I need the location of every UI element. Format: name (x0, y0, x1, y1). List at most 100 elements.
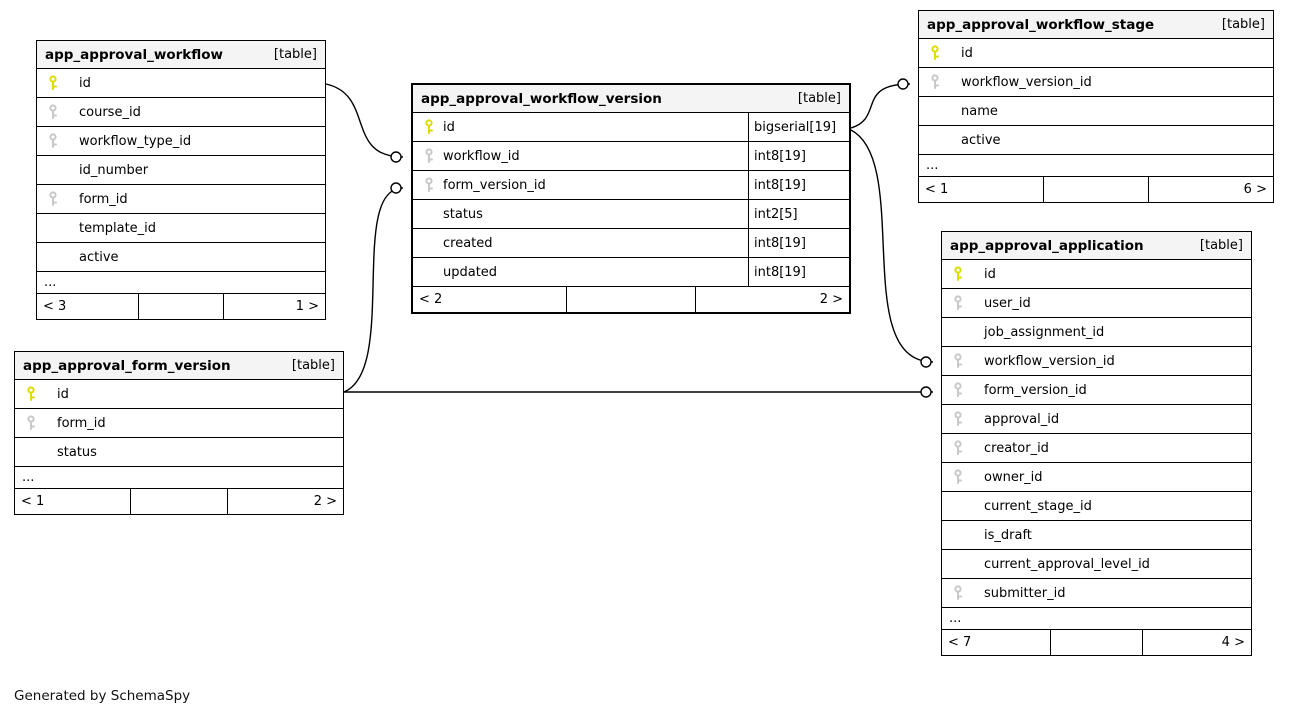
column-row: workflow_type_id (37, 127, 325, 156)
column-row: id (37, 69, 325, 98)
column-row: current_approval_level_id (942, 550, 1251, 579)
generated-by-note: Generated by SchemaSpy (14, 688, 191, 704)
footer-spacer-cell (565, 287, 697, 312)
column-row: id (919, 39, 1273, 68)
primary-key-icon (48, 75, 60, 91)
footer-children-count: 2 > (819, 292, 843, 307)
column-row: is_draft (942, 521, 1251, 550)
table-type-badge: [table] (1199, 238, 1243, 253)
table-name-link[interactable]: app_approval_form_version (23, 357, 231, 374)
primary-key-icon (930, 45, 942, 61)
foreign-key-icon (953, 440, 965, 456)
table-footer: < 2 2 > (413, 287, 849, 312)
footer-spacer-cell (137, 294, 225, 319)
column-name: name (961, 103, 998, 119)
relationship-zero-circle (920, 386, 932, 398)
column-row: approval_id (942, 405, 1251, 434)
foreign-key-icon (48, 133, 60, 149)
ellipsis-row: ... (15, 467, 343, 489)
column-row: form_version_id (942, 376, 1251, 405)
table-name-link[interactable]: app_approval_workflow_stage (927, 16, 1155, 33)
column-type: int8[19] (748, 258, 849, 286)
relationship-line-formversion-to-version (343, 183, 404, 393)
column-row: id (15, 380, 343, 409)
column-name: created (443, 235, 493, 251)
column-name: current_approval_level_id (984, 556, 1150, 572)
column-name: form_id (79, 191, 128, 207)
ellipsis-row: ... (37, 272, 325, 294)
table-header: app_approval_form_version[table] (15, 352, 343, 380)
column-row: owner_id (942, 463, 1251, 492)
column-name: status (443, 206, 483, 222)
column-name: id_number (79, 162, 149, 178)
table-header: app_approval_workflow_version [table] (413, 85, 849, 113)
primary-key-icon (26, 386, 38, 402)
primary-key-icon (424, 119, 436, 135)
foreign-key-icon (953, 382, 965, 398)
column-row: active (37, 243, 325, 272)
column-name: approval_id (984, 411, 1060, 427)
foreign-key-icon (26, 415, 38, 431)
footer-children-count: 2 > (313, 494, 337, 509)
footer-parents-count: < 2 (419, 292, 443, 307)
column-name: submitter_id (984, 585, 1066, 601)
relationship-zero-circle (390, 182, 402, 194)
relationship-zero-circle (390, 151, 402, 163)
table-type-badge: [table] (1221, 17, 1265, 32)
foreign-key-icon (424, 177, 436, 193)
column-name: id (961, 45, 973, 61)
column-name: form_id (57, 415, 106, 431)
table-type-badge: [table] (273, 47, 317, 62)
column-name: is_draft (984, 527, 1032, 543)
column-row: course_id (37, 98, 325, 127)
column-name: form_version_id (984, 382, 1087, 398)
column-name: id (57, 386, 69, 402)
column-row: form_id (37, 185, 325, 214)
column-name: user_id (984, 295, 1031, 311)
column-row: status int2[5] (413, 200, 849, 229)
column-type: bigserial[19] (748, 113, 849, 141)
column-name: active (79, 249, 119, 265)
table-header: app_approval_workflow_stage [table] (919, 11, 1273, 39)
column-row: workflow_version_id (919, 68, 1273, 97)
column-type: int2[5] (748, 200, 849, 228)
footer-spacer-cell (1042, 177, 1150, 202)
foreign-key-icon (953, 585, 965, 601)
column-name: workflow_type_id (79, 133, 192, 149)
foreign-key-icon (953, 469, 965, 485)
foreign-key-icon (48, 191, 60, 207)
footer-spacer-cell (129, 489, 229, 514)
foreign-key-icon (953, 295, 965, 311)
table-name-link[interactable]: app_approval_workflow (45, 46, 223, 63)
column-row: active (919, 126, 1273, 155)
column-type: int8[19] (748, 229, 849, 257)
column-row: workflow_version_id (942, 347, 1251, 376)
column-name: workflow_version_id (984, 353, 1115, 369)
column-row: job_assignment_id (942, 318, 1251, 347)
footer-children-count: 6 > (1243, 182, 1267, 197)
footer-parents-count: < 7 (948, 635, 972, 650)
column-type: int8[19] (748, 142, 849, 170)
table-name-link[interactable]: app_approval_workflow_version (421, 90, 662, 107)
column-name: template_id (79, 220, 157, 236)
column-row: creator_id (942, 434, 1251, 463)
column-row: form_id (15, 409, 343, 438)
footer-spacer-cell (1050, 630, 1143, 655)
column-name: id (443, 119, 455, 135)
ellipsis-row: ... (919, 155, 1273, 177)
relationship-line-version-to-application (850, 129, 934, 367)
table-type-badge: [table] (797, 91, 841, 106)
column-name: form_version_id (443, 177, 546, 193)
column-row: created int8[19] (413, 229, 849, 258)
foreign-key-icon (48, 104, 60, 120)
column-row: submitter_id (942, 579, 1251, 608)
relationship-zero-circle (897, 78, 909, 90)
table-name-link[interactable]: app_approval_application (950, 237, 1144, 254)
